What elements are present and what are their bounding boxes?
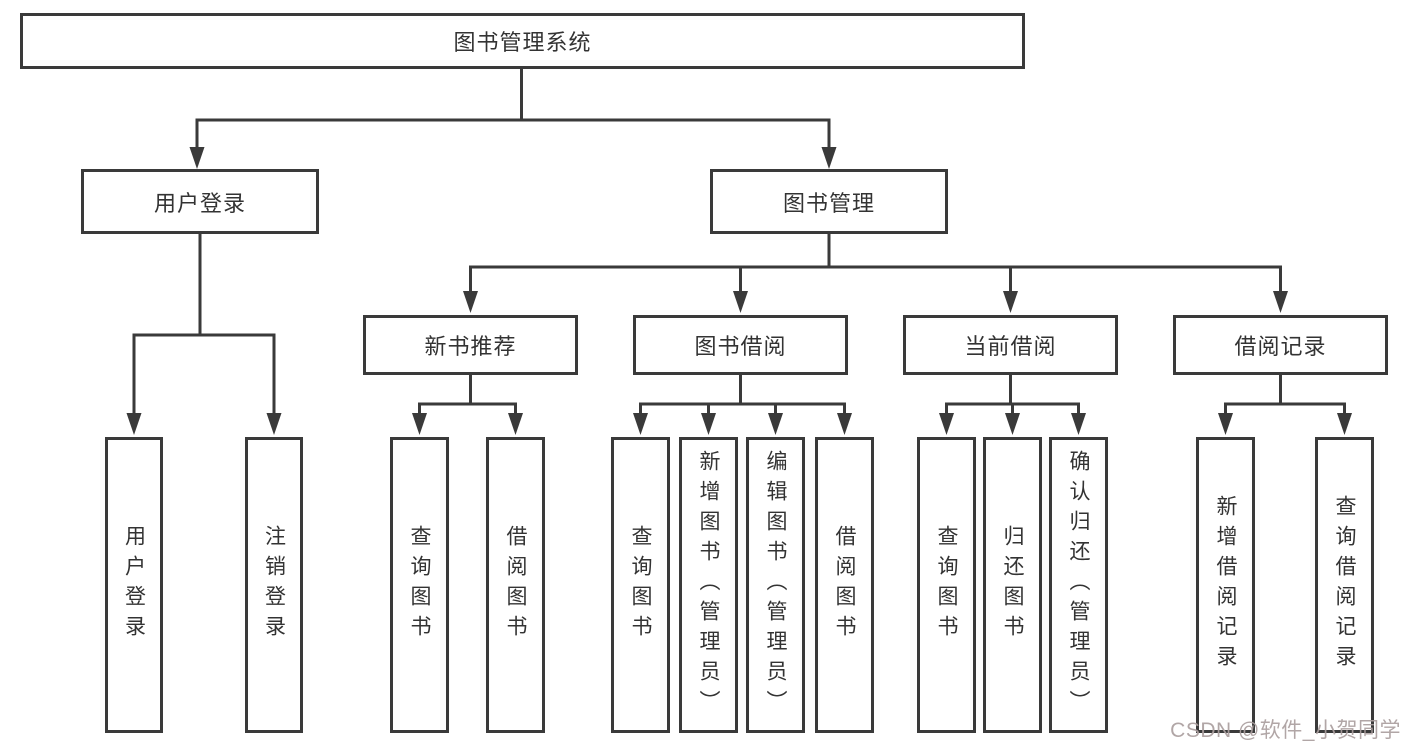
node-library-system-label: 图书管理系统	[453, 30, 592, 55]
leaf-add-borrow-record: 新增借阅记录	[1196, 437, 1255, 733]
leaf-add-borrow-record-label: 新增借阅记录	[1214, 495, 1237, 675]
node-library-system: 图书管理系统	[20, 13, 1025, 69]
leaf-query-books: 查询图书	[611, 437, 670, 733]
leaf-edit-book-admin-label: 编辑图书（管理员）	[764, 450, 787, 720]
node-book-borrowing-label: 图书借阅	[694, 334, 787, 359]
leaf-borrow-books-label: 借阅图书	[833, 525, 856, 645]
leaf-query-books-label: 查询图书	[935, 525, 958, 645]
node-borrowing-records: 借阅记录	[1173, 315, 1388, 375]
leaf-add-book-admin: 新增图书（管理员）	[679, 437, 738, 733]
node-current-borrowing-label: 当前借阅	[964, 334, 1057, 359]
leaf-query-books-label: 查询图书	[629, 525, 652, 645]
leaf-query-books: 查询图书	[917, 437, 976, 733]
leaf-borrow-books-label: 借阅图书	[504, 525, 527, 645]
leaf-edit-book-admin: 编辑图书（管理员）	[746, 437, 805, 733]
leaf-return-books: 归还图书	[983, 437, 1042, 733]
node-current-borrowing: 当前借阅	[903, 315, 1118, 375]
arrowheads	[126, 147, 1352, 435]
leaf-confirm-return-admin: 确认归还（管理员）	[1049, 437, 1108, 733]
node-book-management-label: 图书管理	[782, 190, 875, 216]
leaf-return-books-label: 归还图书	[1001, 525, 1024, 645]
node-new-book-recommend-label: 新书推荐	[424, 334, 517, 359]
node-book-management: 图书管理	[710, 169, 948, 234]
leaf-user-login: 用户登录	[105, 437, 163, 733]
csdn-watermark: CSDN @软件_小贺同学	[1170, 719, 1401, 742]
leaf-logout-label: 注销登录	[262, 525, 286, 645]
leaf-borrow-books: 借阅图书	[815, 437, 874, 733]
leaf-add-book-admin-label: 新增图书（管理员）	[697, 450, 720, 720]
leaf-logout: 注销登录	[245, 437, 303, 733]
leaf-query-borrow-record-label: 查询借阅记录	[1333, 495, 1356, 675]
leaf-borrow-books: 借阅图书	[486, 437, 545, 733]
leaf-confirm-return-admin-label: 确认归还（管理员）	[1067, 450, 1090, 720]
node-new-book-recommend: 新书推荐	[363, 315, 578, 375]
node-user-login-label: 用户登录	[153, 190, 246, 216]
node-borrowing-records-label: 借阅记录	[1234, 334, 1327, 359]
leaf-query-books: 查询图书	[390, 437, 449, 733]
leaf-query-borrow-record: 查询借阅记录	[1315, 437, 1374, 733]
leaf-user-login-label: 用户登录	[122, 525, 146, 645]
node-user-login: 用户登录	[81, 169, 319, 234]
node-book-borrowing: 图书借阅	[633, 315, 848, 375]
leaf-query-books-label: 查询图书	[408, 525, 431, 645]
